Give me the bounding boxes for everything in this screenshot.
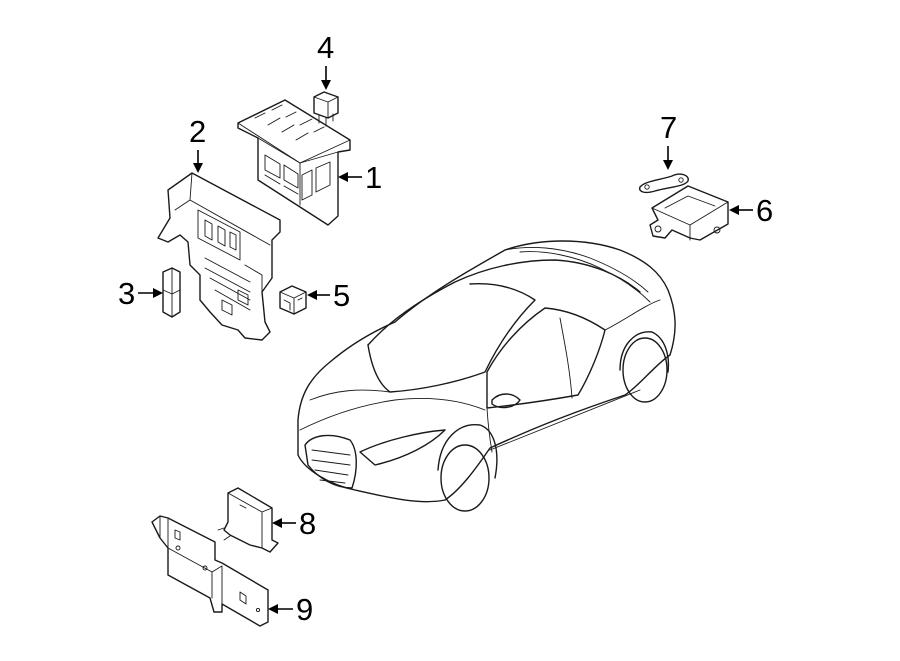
callout-4-label: 4 (317, 30, 334, 65)
callout-6-label: 6 (756, 193, 773, 228)
callout-7: 7 (660, 110, 677, 170)
callout-3-label: 3 (118, 276, 135, 311)
callout-1-label: 1 (365, 160, 382, 195)
callout-5-label: 5 (333, 278, 350, 313)
part-3-small-module (162, 267, 181, 318)
part-6-control-unit (649, 185, 729, 241)
part-7-strap (638, 173, 689, 194)
callout-9-label: 9 (296, 592, 313, 627)
part-4-relay (313, 91, 339, 127)
callout-1: 1 (338, 160, 382, 195)
callout-8: 8 (272, 506, 316, 541)
callout-7-label: 7 (660, 110, 677, 145)
callout-4: 4 (317, 30, 334, 90)
callout-8-label: 8 (299, 506, 316, 541)
part-8-module (217, 487, 279, 553)
callout-9: 9 (268, 592, 313, 627)
part-9-bracket (151, 515, 269, 627)
callout-2: 2 (189, 114, 206, 173)
part-1-relay-panel (237, 99, 351, 226)
car-illustration (297, 240, 676, 512)
callout-2-label: 2 (189, 114, 206, 149)
part-2-fuse-carrier (157, 172, 281, 341)
callout-3: 3 (118, 276, 163, 311)
callout-5: 5 (307, 278, 350, 313)
callout-6: 6 (729, 193, 773, 228)
part-5-connector (279, 285, 307, 315)
